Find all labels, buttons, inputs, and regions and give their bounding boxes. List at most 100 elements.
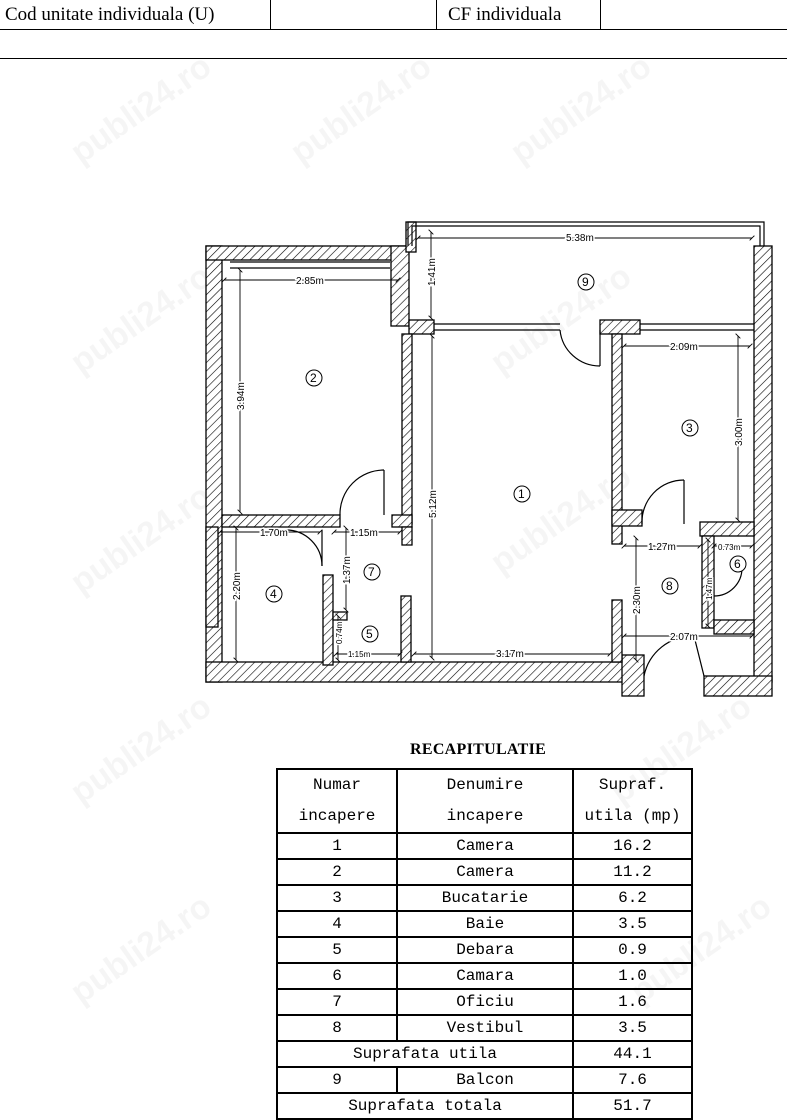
balcon-row: 9 Balcon 7.6 (276, 1066, 693, 1094)
suprafata-totala-value: 51.7 (572, 1092, 693, 1120)
room-number-6: 6 (729, 555, 747, 573)
dim-label: 1.70m (260, 528, 288, 539)
dim-label: 2.85m (296, 276, 324, 287)
row-area: 1.0 (572, 962, 693, 990)
row-area: 6.2 (572, 884, 693, 912)
wall-bottom-left (205, 661, 635, 683)
wall-bath-left (205, 526, 219, 628)
cod-unitate-label: Cod unitate individuala (U) (5, 4, 215, 25)
row-num: 5 (276, 936, 398, 964)
door-kitchen (641, 479, 685, 525)
dim-label: 3.94m (236, 382, 247, 410)
row-area: 0.9 (572, 936, 693, 964)
row-num: 6 (276, 962, 398, 990)
wall-room2-bottom (221, 514, 341, 528)
recap-header-row-2: incapere incapere utila (mp) (276, 800, 693, 834)
recap-header-row: Numar Denumire Supraf. (276, 768, 693, 800)
room-number-5: 5 (361, 625, 379, 643)
svg-text:2: 2 (310, 371, 317, 385)
row-name: Vestibul (396, 1014, 574, 1042)
wall-corridor-stub (401, 526, 413, 546)
row-name: Camera (396, 832, 574, 860)
header-supraf-utila: utila (mp) (572, 800, 693, 834)
utila-row: Suprafata utila 44.1 (276, 1040, 693, 1068)
wall-camara-bottom (713, 619, 755, 635)
row-name: Bucatarie (396, 884, 574, 912)
svg-text:1: 1 (518, 487, 525, 501)
recap-table: Numar Denumire Supraf. incapere incapere… (276, 768, 693, 1120)
balcony-railing (230, 221, 765, 331)
row-name: Baie (396, 910, 574, 938)
row-num: 2 (276, 858, 398, 886)
svg-text:3: 3 (686, 421, 693, 435)
header-denumire: Denumire (396, 768, 574, 800)
door-camara (713, 567, 743, 597)
row-name: Camara (396, 962, 574, 990)
row-name: Debara (396, 936, 574, 964)
wall-debara-right (400, 595, 412, 663)
totala-row: Suprafata totala 51.7 (276, 1092, 693, 1120)
dimension-labels: 5.38m 1.41m 2.85m 3.94m 2.09m 3.00m 5.12… (231, 232, 747, 662)
room-number-3: 3 (681, 419, 699, 437)
row-area: 7.6 (572, 1066, 693, 1094)
header-denumire-incapere: incapere (396, 800, 574, 834)
svg-text:5: 5 (366, 627, 373, 641)
walls (205, 221, 773, 697)
door-bath (285, 529, 323, 567)
row-name: Oficiu (396, 988, 574, 1016)
wall-debara-top (332, 611, 348, 621)
wall-bath-right (322, 574, 334, 666)
dim-label: 1.15m (350, 528, 378, 539)
header-bottom-line (0, 58, 787, 59)
header-divider (270, 0, 271, 29)
dim-label: 2.20m (232, 572, 243, 600)
wall-bottom-right (703, 675, 773, 697)
header-row: Cod unitate individuala (U) CF individua… (0, 0, 787, 30)
svg-text:7: 7 (368, 565, 375, 579)
dim-label: 3.00m (734, 418, 745, 446)
dim-label: 0.74m (335, 621, 344, 644)
room-number-9: 9 (577, 273, 595, 291)
header-divider (436, 0, 437, 29)
door-room2 (339, 469, 385, 516)
svg-text:8: 8 (666, 579, 673, 593)
row-area: 3.5 (572, 910, 693, 938)
row-num: 8 (276, 1014, 398, 1042)
room-number-7: 7 (363, 563, 381, 581)
row-name: Camera (396, 858, 574, 886)
floor-plan: 5.38m 1.41m 2.85m 3.94m 2.09m 3.00m 5.12… (205, 221, 773, 697)
row-area: 16.2 (572, 832, 693, 860)
wall-top-left (205, 245, 407, 261)
watermark-text: publi24.ro (64, 887, 219, 1012)
suprafata-utila-label: Suprafata utila (276, 1040, 574, 1068)
wall-vestibul-left (611, 599, 623, 663)
header-divider (600, 0, 601, 29)
wall-room2-right (401, 333, 413, 525)
row-num: 3 (276, 884, 398, 912)
svg-text:9: 9 (582, 275, 589, 289)
wall-kitchen-bottom-left (611, 509, 643, 527)
row-num: 1 (276, 832, 398, 860)
dim-label: 5.38m (566, 233, 594, 244)
wall-right (753, 245, 773, 683)
dim-label: 2.07m (670, 632, 698, 643)
row-num: 4 (276, 910, 398, 938)
room-number-8: 8 (661, 577, 679, 595)
dim-label: 1.37m (342, 556, 353, 584)
wall-entrance-left (621, 654, 645, 697)
svg-text:4: 4 (270, 587, 277, 601)
wall-room2-bottom-right (391, 514, 413, 528)
recap-title: RECAPITULATIE (410, 741, 547, 758)
wall-balcony-left (390, 245, 410, 327)
wall-balcony-sep-left (408, 319, 435, 335)
dim-label: 1.15m (348, 650, 371, 659)
dim-label: 1.41m (427, 258, 438, 286)
header-numar-incapere: incapere (276, 800, 398, 834)
